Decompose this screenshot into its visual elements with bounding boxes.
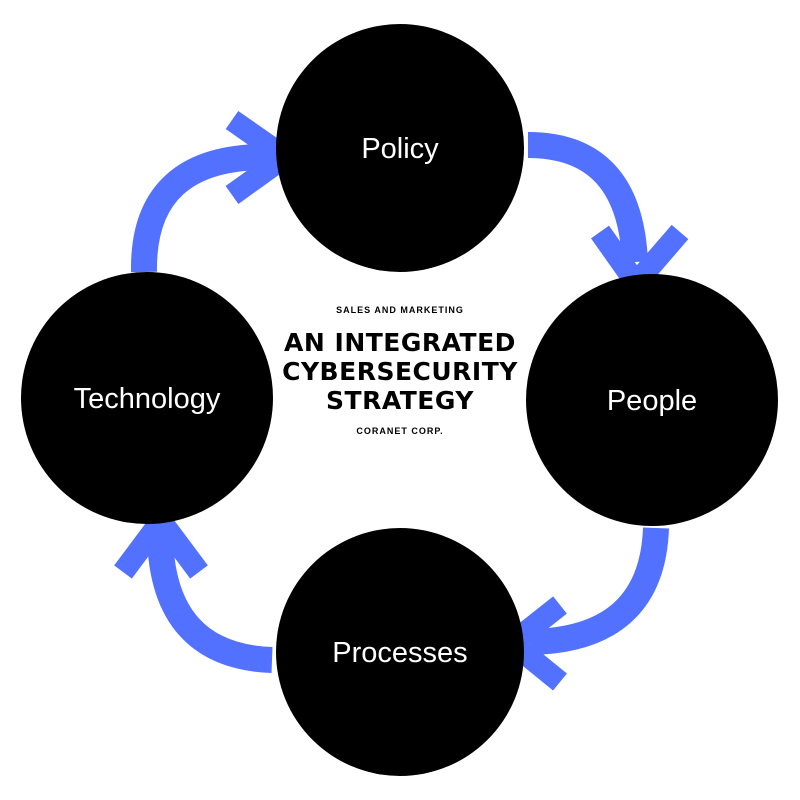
center-subtitle-top: SALES AND MARKETING [336,305,464,315]
node-people-label: People [607,385,697,417]
arrow-processes-to-technology [114,502,273,673]
node-policy-label: Policy [361,133,439,165]
center-subtitle-bottom: CORANET CORP. [356,426,444,436]
node-policy: Policy [276,24,524,272]
node-technology: Technology [21,272,273,524]
node-processes: Processes [276,528,524,776]
node-processes-label: Processes [332,637,467,669]
arrow-technology-to-policy [130,110,305,273]
arrow-policy-to-people [527,132,689,301]
arrow-people-to-processes [494,527,669,691]
node-technology-label: Technology [74,383,221,415]
node-people: People [526,274,778,526]
center-title: AN INTEGRATED CYBERSECURITY STRATEGY [282,328,518,415]
center-title-block: SALES AND MARKETING AN INTEGRATED CYBERS… [270,300,530,437]
